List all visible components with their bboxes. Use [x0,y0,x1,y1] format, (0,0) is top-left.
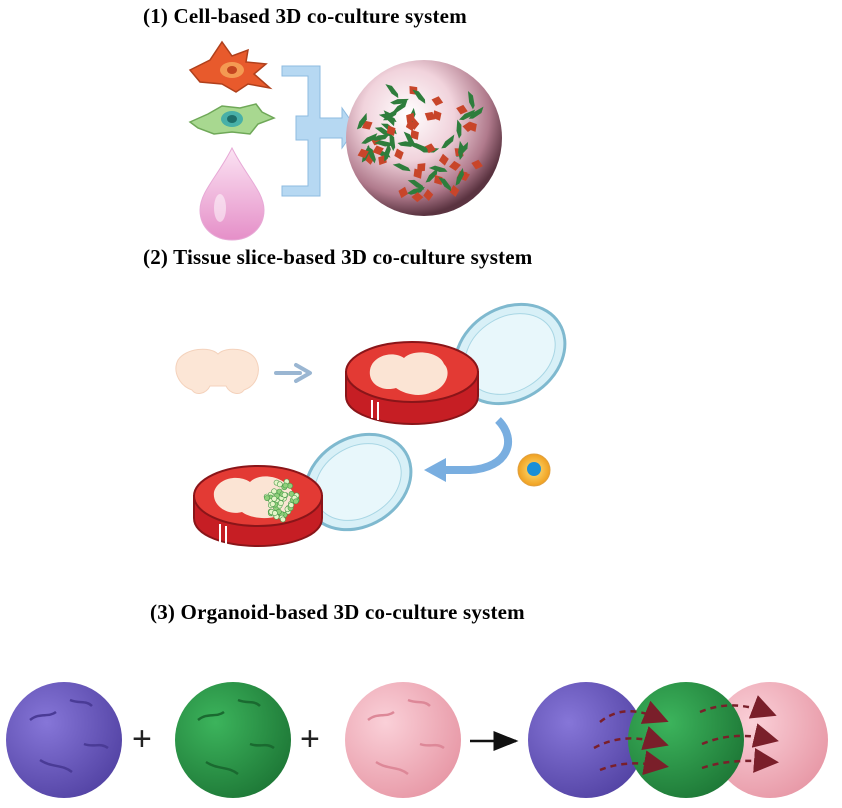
spheroid-fibroblast-cell [432,110,442,121]
spheroid-fibroblast-cell [434,175,443,186]
panel-1-title: (1) Cell-based 3D co-culture system [143,4,467,28]
spheroid-fibroblast-cell [361,120,373,130]
spheroid-tumor-cell [438,177,452,192]
infiltrating-immune-cell [271,495,278,502]
spheroid-fibroblast-cell [424,143,436,154]
spheroid-tumor-cell [371,134,390,141]
spheroid-fibroblast-cell [417,163,426,172]
merge-bracket-arrow [281,65,357,197]
organoid-purple-icon [6,682,122,798]
infiltrating-immune-cell [269,501,276,507]
infiltrating-immune-cell [276,481,283,488]
spheroid-tumor-cell [456,119,462,139]
spheroid-fibroblast-cell [398,186,408,199]
spheroid-tumor-cell [378,113,397,122]
infiltrating-immune-cell [271,488,278,495]
spheroid-fibroblast-cell [394,148,404,160]
spheroid-tumor-cell [428,165,448,173]
tumor-cell-icon [188,103,276,135]
plus-operator-1: + [132,720,152,758]
immune-cell-add-arrow [424,417,512,482]
plus-operator-2: + [300,720,320,758]
spheroid-fibroblast-cell [372,145,384,156]
spheroid-tumor-cell [392,163,411,172]
infiltrating-immune-cell [280,516,286,523]
infiltrating-immune-cell [281,491,288,498]
spheroid-fibroblast-cell [431,96,444,106]
fibroblast-cell-icon [188,40,273,93]
infiltrating-immune-cell [271,510,278,517]
spheroid-fibroblast-cell [357,148,369,159]
spheroid-fibroblast-cell [456,104,468,115]
organoid-pink-icon [345,682,461,798]
infiltrating-immune-cell [288,502,295,509]
spheroid-fibroblast-cell [413,168,423,179]
organoid-coculture-icon [528,682,828,798]
spheroid-tumor-cell [467,90,475,110]
spheroid-fibroblast-cell [411,192,424,203]
spheroid-tumor-cell [412,89,426,104]
petri-dish-coculture-icon [193,432,413,548]
spheroid-tumor-cell [455,167,464,186]
spheroid-fibroblast-cell [386,125,396,136]
infiltrating-immune-cell [277,500,284,506]
infiltrating-immune-cell [292,498,299,505]
spheroid-tumor-cell [406,186,425,195]
spheroid-tumor-cell [407,179,425,190]
spheroid-tumor-cell [468,106,484,119]
spheroid-fibroblast-cell [468,121,477,132]
immune-cell-icon [517,453,551,487]
transfer-arrow [274,363,312,383]
spheroid-fibroblast-cell [471,159,483,170]
infiltrating-immune-cell [264,495,270,501]
spheroid-tumor-cell [410,143,429,151]
spheroid-fibroblast-cell [406,112,415,124]
spheroid-tumor-cell [459,109,476,121]
spheroid-tumor-cell [392,100,408,113]
spheroid-tumor-cell [361,133,378,144]
spheroid-tumor-cell [458,140,464,160]
infiltrating-immune-cell [282,482,289,489]
spheroid-fibroblast-cell [424,111,436,121]
spheroid-tumor-cell [356,112,367,130]
spheroid-fibroblast-cell [423,189,434,201]
matrix-droplet-icon [199,146,265,241]
panel-2-title: (2) Tissue slice-based 3D co-culture sys… [143,245,533,269]
petri-dish-icon [345,302,567,426]
organoid-green-icon [175,682,291,798]
spheroid-tumor-cell [425,167,438,183]
brain-slice-icon [175,348,259,394]
spheroid-tumor-cell [374,127,392,137]
spheroid-tumor-cell [385,84,399,99]
spheroid-fibroblast-cell [438,153,449,166]
spheroid-tumor-cell [441,134,455,149]
panel-3-title: (3) Organoid-based 3D co-culture system [150,600,525,624]
spheroid-fibroblast-cell [410,129,419,140]
spheroid-fibroblast-cell [449,160,461,171]
spheroid-tumor-cell [389,132,396,152]
spheroid-tumor-cell [384,142,391,162]
spheroid-tumor-cell [367,145,376,164]
spheroid-fibroblast-cell [449,185,460,197]
spheroid-icon [346,60,502,216]
